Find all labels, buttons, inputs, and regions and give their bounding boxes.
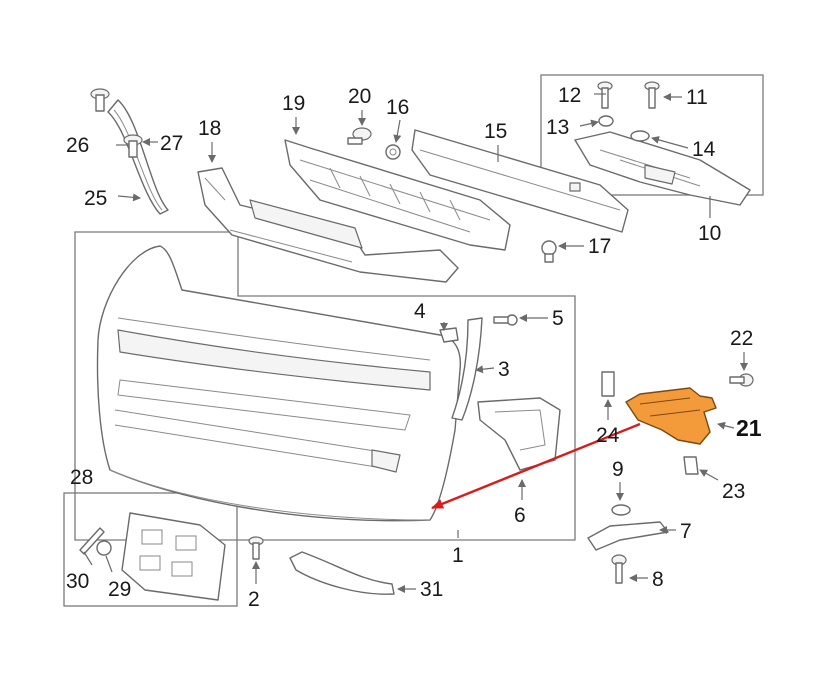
callout-23: 23 — [722, 480, 745, 503]
plate-bracket-part-28 — [121, 512, 226, 601]
callout-9: 9 — [612, 458, 624, 481]
retainer-part-3 — [451, 317, 483, 421]
callout-31: 31 — [420, 578, 443, 601]
callout-21: 21 — [736, 415, 762, 441]
callout-19: 19 — [282, 92, 305, 115]
nut-part-16 — [385, 144, 401, 160]
clip-part-17 — [541, 240, 557, 263]
bracket-part-6 — [477, 397, 561, 471]
callout-27: 27 — [160, 132, 183, 155]
screw-part-26 — [90, 88, 110, 112]
bolt-part-8 — [611, 554, 627, 584]
bolt-part-12 — [597, 81, 613, 109]
callout-17: 17 — [588, 235, 611, 258]
callout-30: 30 — [66, 570, 89, 593]
callout-1: 1 — [452, 544, 464, 567]
leader-25 — [117, 193, 141, 202]
leader-3 — [475, 365, 495, 374]
leader-29 — [105, 555, 113, 573]
callout-14: 14 — [692, 138, 716, 161]
plate-bracket-frame — [63, 492, 238, 607]
callout-25: 25 — [84, 187, 107, 210]
strip-part-31 — [289, 551, 395, 595]
leader-16 — [393, 119, 402, 143]
leader-21 — [717, 421, 735, 430]
callout-15: 15 — [484, 120, 507, 143]
callout-12: 12 — [558, 84, 581, 107]
callout-29: 29 — [108, 578, 131, 601]
absorber-part-18 — [197, 167, 459, 283]
leader-13 — [579, 119, 599, 128]
clip-part-23 — [683, 456, 699, 475]
leader-14 — [651, 136, 689, 149]
callout-28: 28 — [70, 466, 93, 489]
callout-11: 11 — [686, 86, 708, 109]
bolt-part-22 — [729, 373, 754, 387]
side-strip-part-25 — [107, 99, 169, 215]
callout-5: 5 — [552, 307, 564, 330]
nut-part-9 — [611, 504, 631, 516]
callout-16: 16 — [386, 96, 409, 119]
absorber-part-19 — [284, 139, 511, 251]
deflector-frame — [540, 74, 764, 196]
callout-3: 3 — [498, 358, 510, 381]
highlight-pointer-arrow — [431, 422, 641, 510]
callout-8: 8 — [652, 568, 664, 591]
screw-part-5 — [493, 314, 518, 326]
bolt-part-2 — [248, 536, 264, 560]
callout-18: 18 — [198, 117, 221, 140]
clip-part-29 — [96, 540, 112, 556]
leader-23 — [699, 469, 719, 481]
washer-part-13 — [598, 115, 614, 127]
nut-part-14 — [630, 130, 650, 142]
reinforcement-part-15 — [411, 129, 629, 233]
bolt-part-11 — [644, 81, 660, 109]
callout-24: 24 — [596, 424, 620, 447]
leader-30 — [83, 551, 93, 566]
bracket-part-21 — [625, 387, 717, 445]
callout-20: 20 — [348, 85, 371, 108]
callout-4: 4 — [414, 300, 426, 323]
bumper-cover-part-1 — [96, 245, 462, 522]
screw-part-30 — [79, 527, 105, 555]
screw-part-20 — [347, 127, 372, 145]
callout-6: 6 — [514, 504, 526, 527]
callout-13: 13 — [546, 116, 569, 139]
callout-2: 2 — [248, 588, 260, 611]
callout-7: 7 — [680, 520, 692, 543]
bracket-part-4 — [439, 327, 459, 343]
callout-26: 26 — [66, 134, 89, 157]
clip-part-24 — [601, 371, 615, 397]
bracket-part-7 — [587, 521, 669, 551]
callout-10: 10 — [698, 222, 721, 245]
callout-22: 22 — [730, 327, 753, 350]
